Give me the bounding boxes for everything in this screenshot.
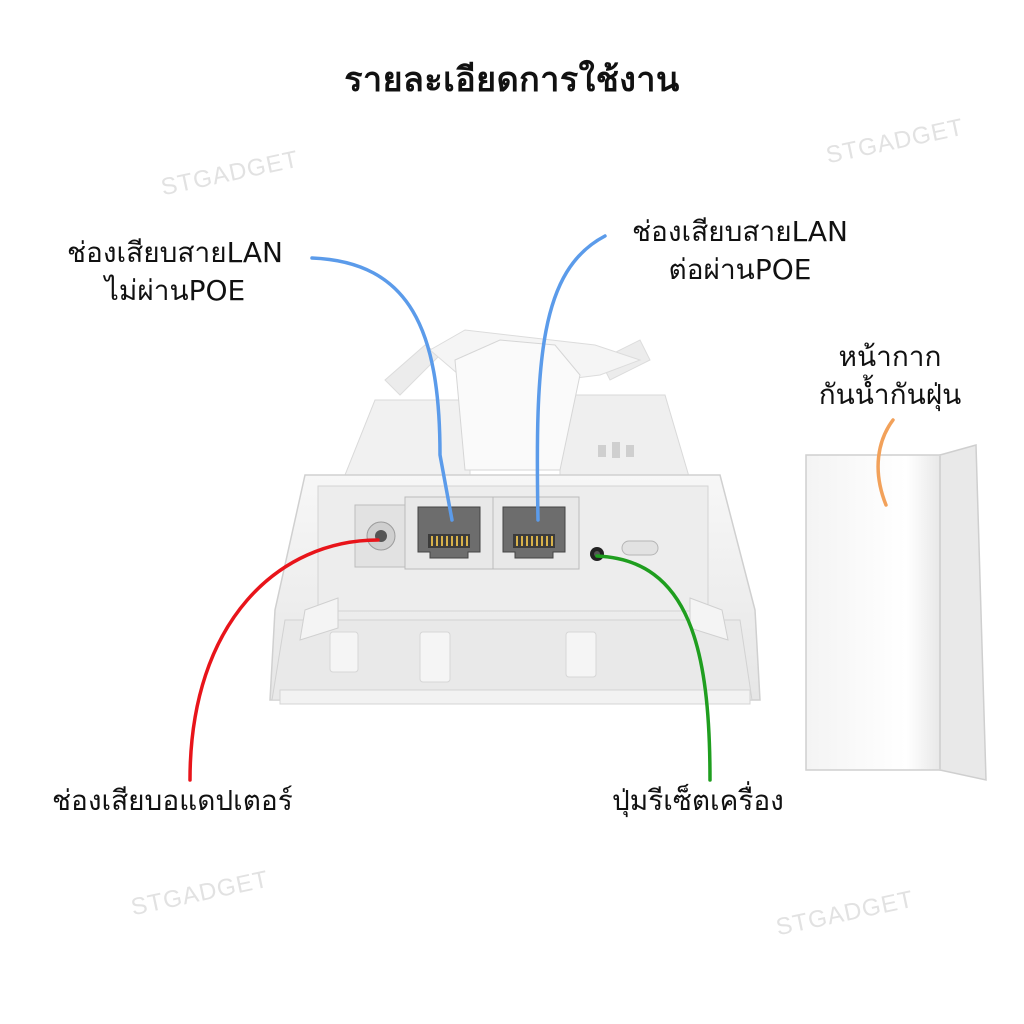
label-line: หน้ากาก (838, 340, 942, 373)
leader-line-cover (876, 418, 895, 507)
waterproof-cover (805, 444, 987, 781)
reset-button (590, 547, 604, 561)
dc-power-jack (354, 504, 408, 568)
page-title: รายละเอียดการใช้งาน (344, 60, 680, 100)
lan-port-poe (492, 496, 580, 570)
leader-line-adapter (188, 538, 380, 782)
label-line: กันน้ำกันฝุ่น (818, 378, 962, 411)
label-line: ช่องเสียบสายLAN (632, 215, 848, 248)
antenna-frame (344, 329, 691, 481)
status-led (621, 540, 659, 556)
label-line: ช่องเสียบสายLAN (67, 236, 283, 269)
label-line: ไม่ผ่านPOE (104, 274, 246, 307)
leader-line-lan-no-poe (310, 256, 454, 522)
leader-line-lan-poe (535, 234, 607, 522)
label-adapter: ช่องเสียบอแดปเตอร์ (52, 784, 293, 817)
label-line: ต่อผ่านPOE (668, 253, 812, 286)
label-reset: ปุ่มรีเซ็ตเครื่อง (612, 784, 784, 817)
label-lan-poe: ช่องเสียบสายLAN ต่อผ่านPOE (605, 213, 875, 289)
label-cover: หน้ากาก กันน้ำกันฝุ่น (790, 338, 990, 414)
leader-line-reset (595, 554, 712, 782)
lan-port-no-poe (404, 496, 494, 570)
label-lan-no-poe: ช่องเสียบสายLAN ไม่ผ่านPOE (40, 234, 310, 310)
